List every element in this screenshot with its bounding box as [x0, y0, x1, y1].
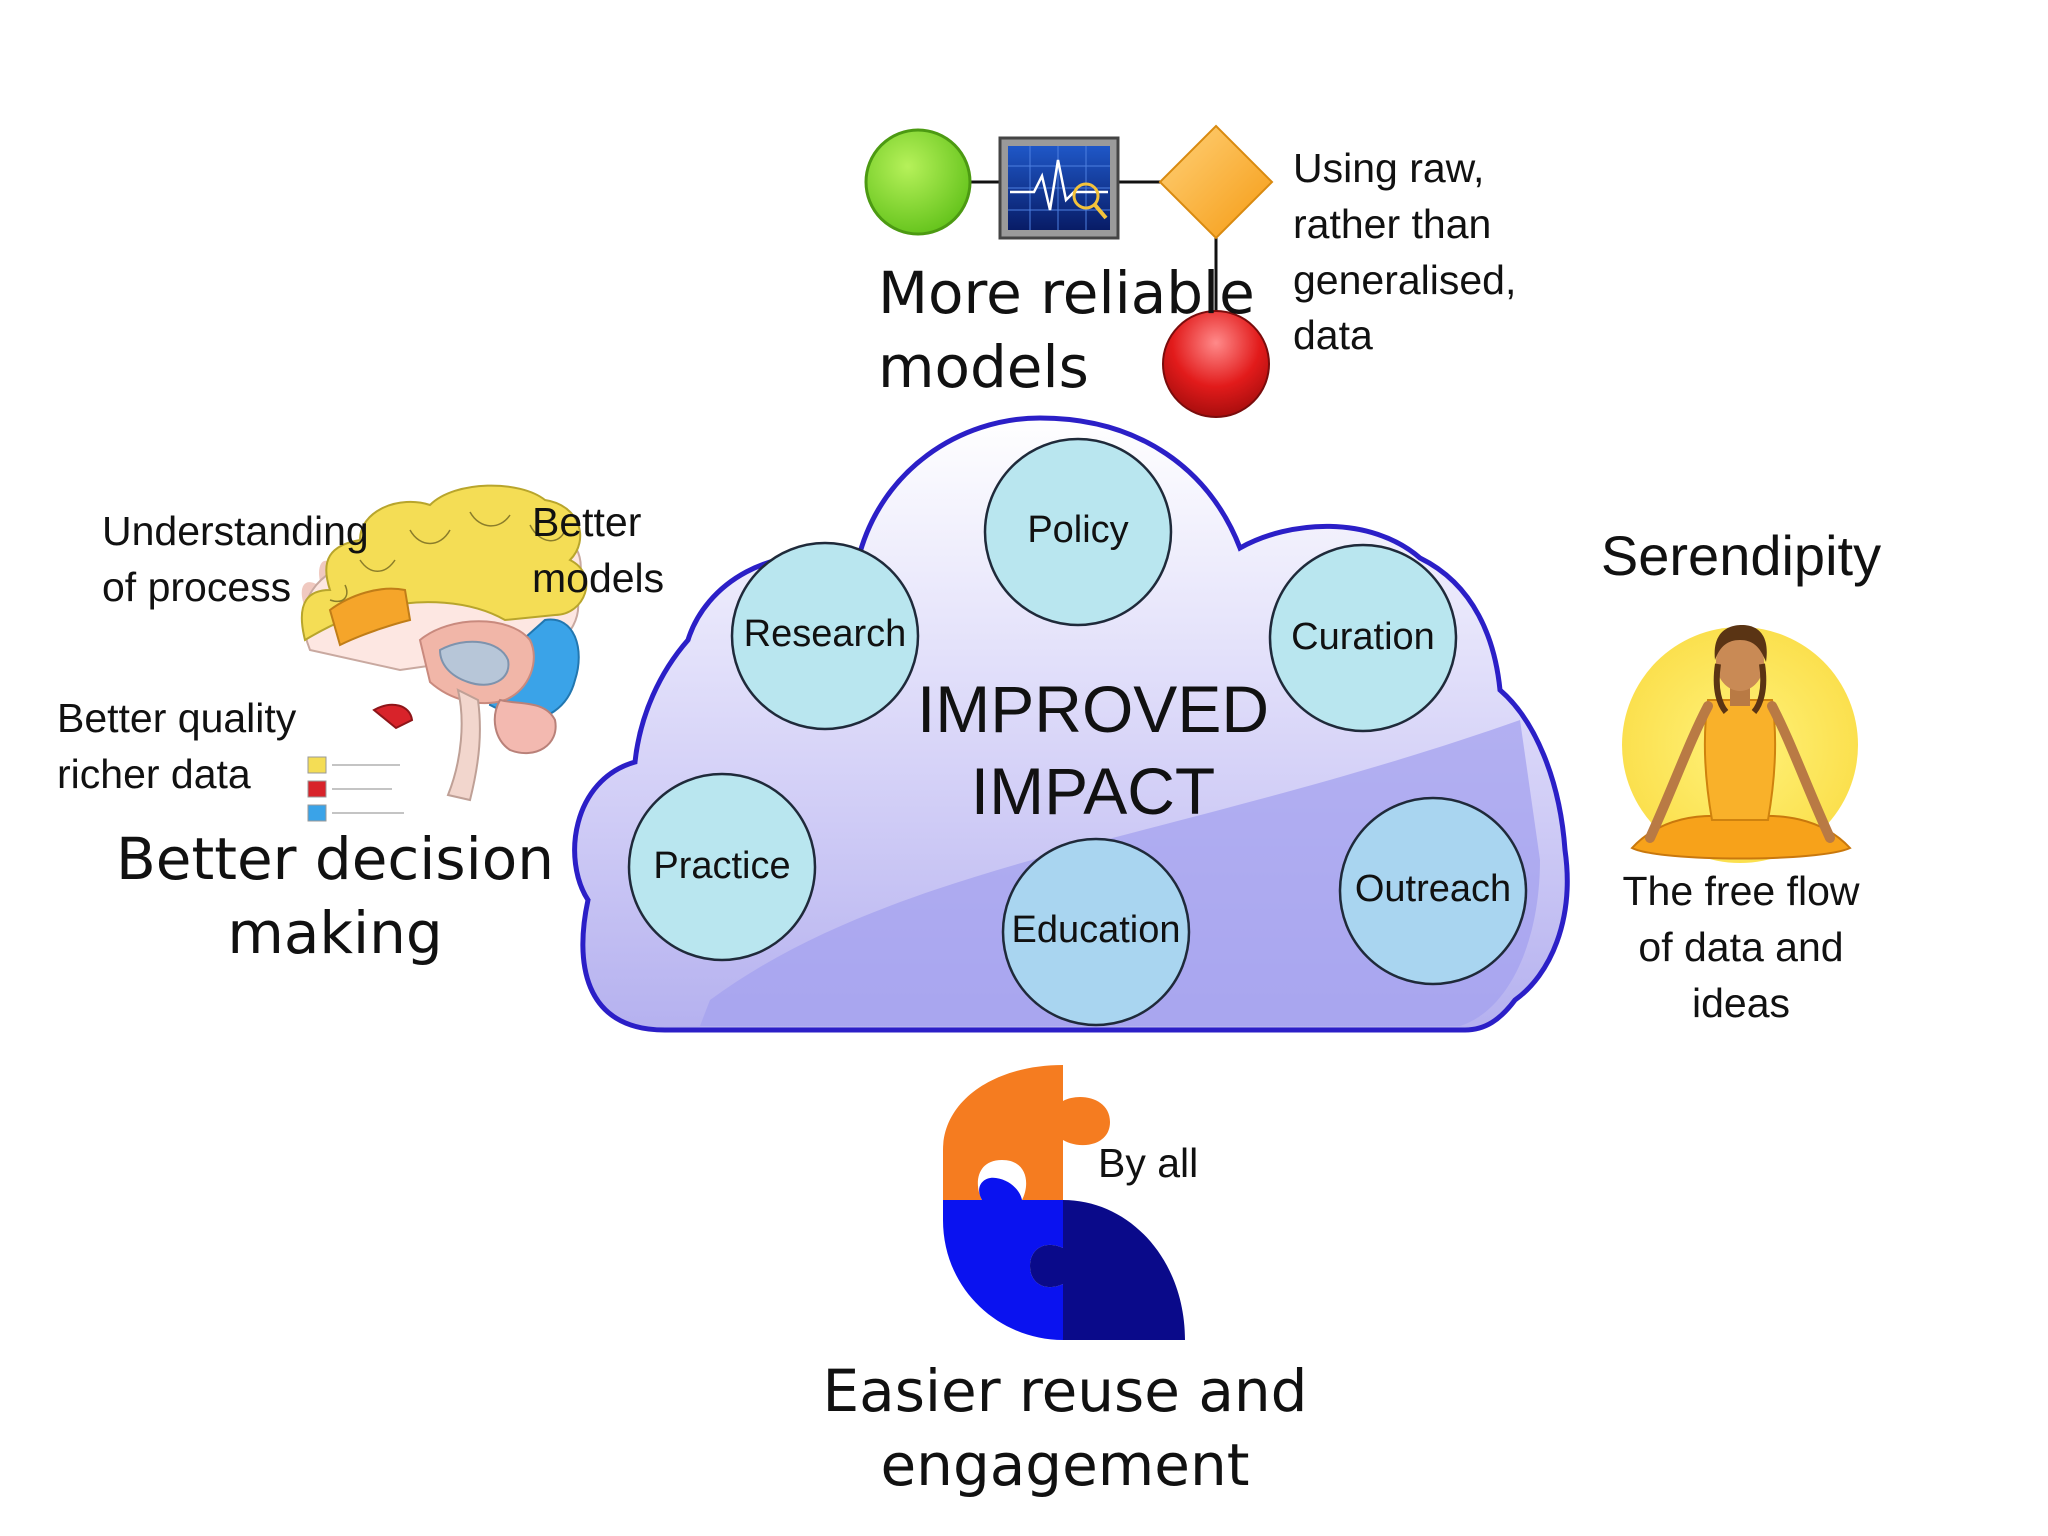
green-circle-icon: [864, 128, 972, 236]
quality-line: Better quality: [57, 695, 297, 741]
left-title-line: Better decision: [115, 825, 554, 893]
brain-icon: [300, 484, 588, 822]
node-research: Research: [730, 541, 920, 731]
serendipity-caption: The free flow of data and ideas: [1586, 864, 1896, 1031]
by-all-label: By all: [1098, 1140, 1199, 1186]
quality-label: Better quality richer data: [57, 691, 296, 803]
node-practice: Practice: [627, 772, 817, 962]
puzzle-icon: [943, 1065, 1185, 1340]
node-label: Practice: [653, 845, 790, 887]
top-note: Using raw, rather than generalised, data: [1293, 141, 1516, 364]
bottom-title-line: Easier reuse and: [822, 1357, 1308, 1425]
heartbeat-monitor-icon: [998, 136, 1120, 240]
better-models-line: models: [532, 554, 665, 601]
legend-swatch: [307, 756, 327, 774]
left-title-line: making: [227, 899, 443, 968]
meditating-person-icon: [1622, 625, 1858, 863]
node-label: Curation: [1291, 616, 1435, 658]
top-note-line: data: [1293, 312, 1373, 359]
cloud-nodes: Policy Research Curation Practice Educat…: [627, 437, 1528, 1027]
understanding-line: of process: [102, 563, 292, 610]
caption-line: The free flow: [1622, 868, 1860, 914]
center-title-line-2: IMPACT: [971, 754, 1215, 828]
caption-line: of data and: [1638, 923, 1844, 970]
node-education: Education: [1001, 837, 1191, 1027]
understanding-label: Understanding of process: [102, 504, 369, 616]
node-curation: Curation: [1268, 543, 1458, 733]
node-label: Policy: [1027, 509, 1128, 551]
caption-line: ideas: [1691, 979, 1790, 1026]
better-models-line: Better: [532, 499, 642, 545]
bottom-title: Easier reuse and engagement: [760, 1354, 1370, 1502]
serendipity-title: Serendipity: [1600, 524, 1882, 587]
quality-line: richer data: [57, 750, 251, 797]
top-title-line-2: models: [878, 333, 1089, 402]
node-label: Outreach: [1355, 868, 1511, 910]
bottom-title-line: engagement: [880, 1431, 1250, 1500]
top-title: More reliable models: [878, 256, 1255, 404]
legend-swatch: [307, 804, 327, 822]
better-models-label: Better models: [532, 495, 664, 607]
top-note-line: generalised,: [1293, 256, 1517, 303]
red-circle-icon: [1162, 310, 1270, 418]
orange-diamond-icon: [1158, 124, 1274, 240]
top-note-line: Using raw,: [1293, 145, 1485, 191]
node-outreach: Outreach: [1338, 796, 1528, 986]
node-label: Education: [1011, 909, 1180, 951]
understanding-line: Understanding: [102, 508, 369, 554]
top-title-line-1: More reliable: [878, 259, 1255, 327]
top-flow-icons: [864, 124, 1274, 418]
legend-swatch: [307, 780, 327, 798]
left-title: Better decision making: [100, 822, 570, 970]
node-policy: Policy: [983, 437, 1173, 627]
node-label: Research: [744, 613, 907, 655]
top-note-line: rather than: [1293, 200, 1492, 247]
center-title-line-1: IMPROVED: [917, 672, 1269, 746]
